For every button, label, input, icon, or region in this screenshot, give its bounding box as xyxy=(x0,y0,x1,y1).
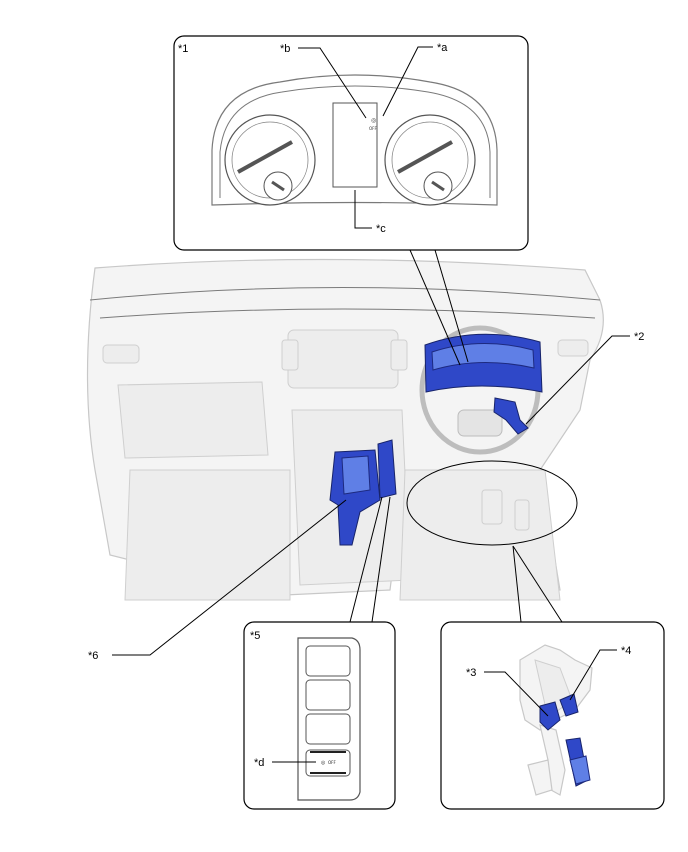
inset-switch-panel: ◎ OFF *5 *d xyxy=(243,621,396,810)
leader-inset34-b xyxy=(512,545,563,623)
left-vent xyxy=(102,344,140,364)
leader-inset34-a xyxy=(512,545,522,623)
steering-switch-highlight xyxy=(493,397,529,435)
leader-2 xyxy=(525,335,630,425)
glove-box xyxy=(117,381,269,459)
callout-d: *d xyxy=(254,757,264,769)
leader-inset1-b xyxy=(434,249,469,363)
callout-2: *2 xyxy=(634,331,644,343)
right-vent xyxy=(557,339,589,357)
pedal-area-ellipse xyxy=(406,460,578,546)
stop-light-switch-highlight xyxy=(539,701,561,731)
dashboard-illustration xyxy=(86,258,604,601)
svg-text:OFF: OFF xyxy=(369,126,377,131)
callout-3: *3 xyxy=(466,667,476,679)
clutch-switch-highlight xyxy=(559,693,579,717)
tachometer-gauge xyxy=(224,114,316,206)
indicator-icon: ◎ xyxy=(371,117,376,124)
brake-pedal-pad xyxy=(527,759,553,796)
callout-a: *a xyxy=(437,42,448,54)
switch-d xyxy=(305,749,351,777)
speedometer-gauge xyxy=(384,114,476,206)
svg-text:OFF: OFF xyxy=(328,760,336,765)
callout-5: *5 xyxy=(250,630,260,642)
callout-6: *6 xyxy=(88,650,98,662)
inset-pedal-switches: *3 *4 xyxy=(440,621,665,810)
leader-6 xyxy=(112,499,347,656)
callout-4: *4 xyxy=(621,645,631,657)
leader-inset5-b xyxy=(371,496,391,623)
leader-3 xyxy=(484,671,549,717)
multi-information-display xyxy=(332,102,378,188)
leader-inset5-a xyxy=(349,496,383,623)
leader-inset1-a xyxy=(409,249,461,366)
switch-panel-highlight xyxy=(377,439,397,499)
svg-text:◎: ◎ xyxy=(321,760,326,766)
inset-combination-meter: ◎ OFF *1 *b *a *c xyxy=(173,35,529,251)
callout-b: *b xyxy=(280,43,290,55)
leader-4 xyxy=(569,649,617,701)
callout-c: *c xyxy=(376,223,386,235)
callout-1: *1 xyxy=(178,43,188,55)
